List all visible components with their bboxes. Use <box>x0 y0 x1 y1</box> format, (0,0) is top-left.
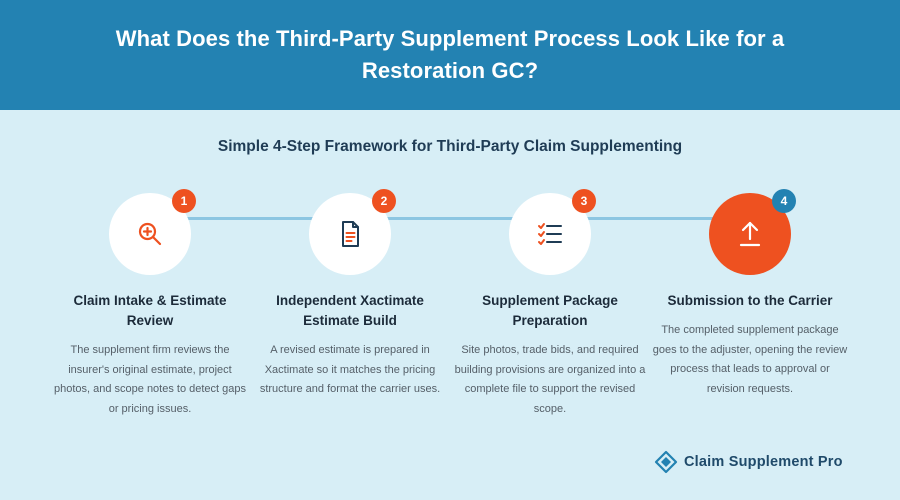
step-3-number-badge: 3 <box>572 189 596 213</box>
step-connector-line <box>150 217 750 220</box>
step-4-description: The completed supplement package goes to… <box>652 324 848 395</box>
diamond-logo-icon <box>654 450 678 474</box>
step-1-number-badge: 1 <box>172 189 196 213</box>
magnifier-plus-icon <box>138 222 162 246</box>
upload-icon <box>739 221 761 247</box>
brand-name: Claim Supplement Pro <box>684 454 843 470</box>
page-title: What Does the Third-Party Supplement Pro… <box>115 26 785 83</box>
brand-logo: Claim Supplement Pro <box>654 450 843 474</box>
document-icon <box>342 221 359 247</box>
step-3-title: Supplement Package Preparation <box>482 293 618 328</box>
checklist-icon <box>538 223 562 245</box>
step-2-description: A revised estimate is prepared in Xactim… <box>259 344 441 395</box>
step-1-title: Claim Intake & Estimate Review <box>73 293 227 328</box>
step-3-description: Site photos, trade bids, and required bu… <box>454 344 646 415</box>
step-4-title: Submission to the Carrier <box>667 293 833 308</box>
header-banner: What Does the Third-Party Supplement Pro… <box>0 0 900 110</box>
step-2-number-badge: 2 <box>372 189 396 213</box>
step-1-description: The supplement firm reviews the insurer'… <box>53 344 247 415</box>
step-4-number-badge: 4 <box>772 189 796 213</box>
step-2-title: Independent Xactimate Estimate Build <box>276 293 424 328</box>
framework-subtitle: Simple 4-Step Framework for Third-Party … <box>217 138 683 155</box>
